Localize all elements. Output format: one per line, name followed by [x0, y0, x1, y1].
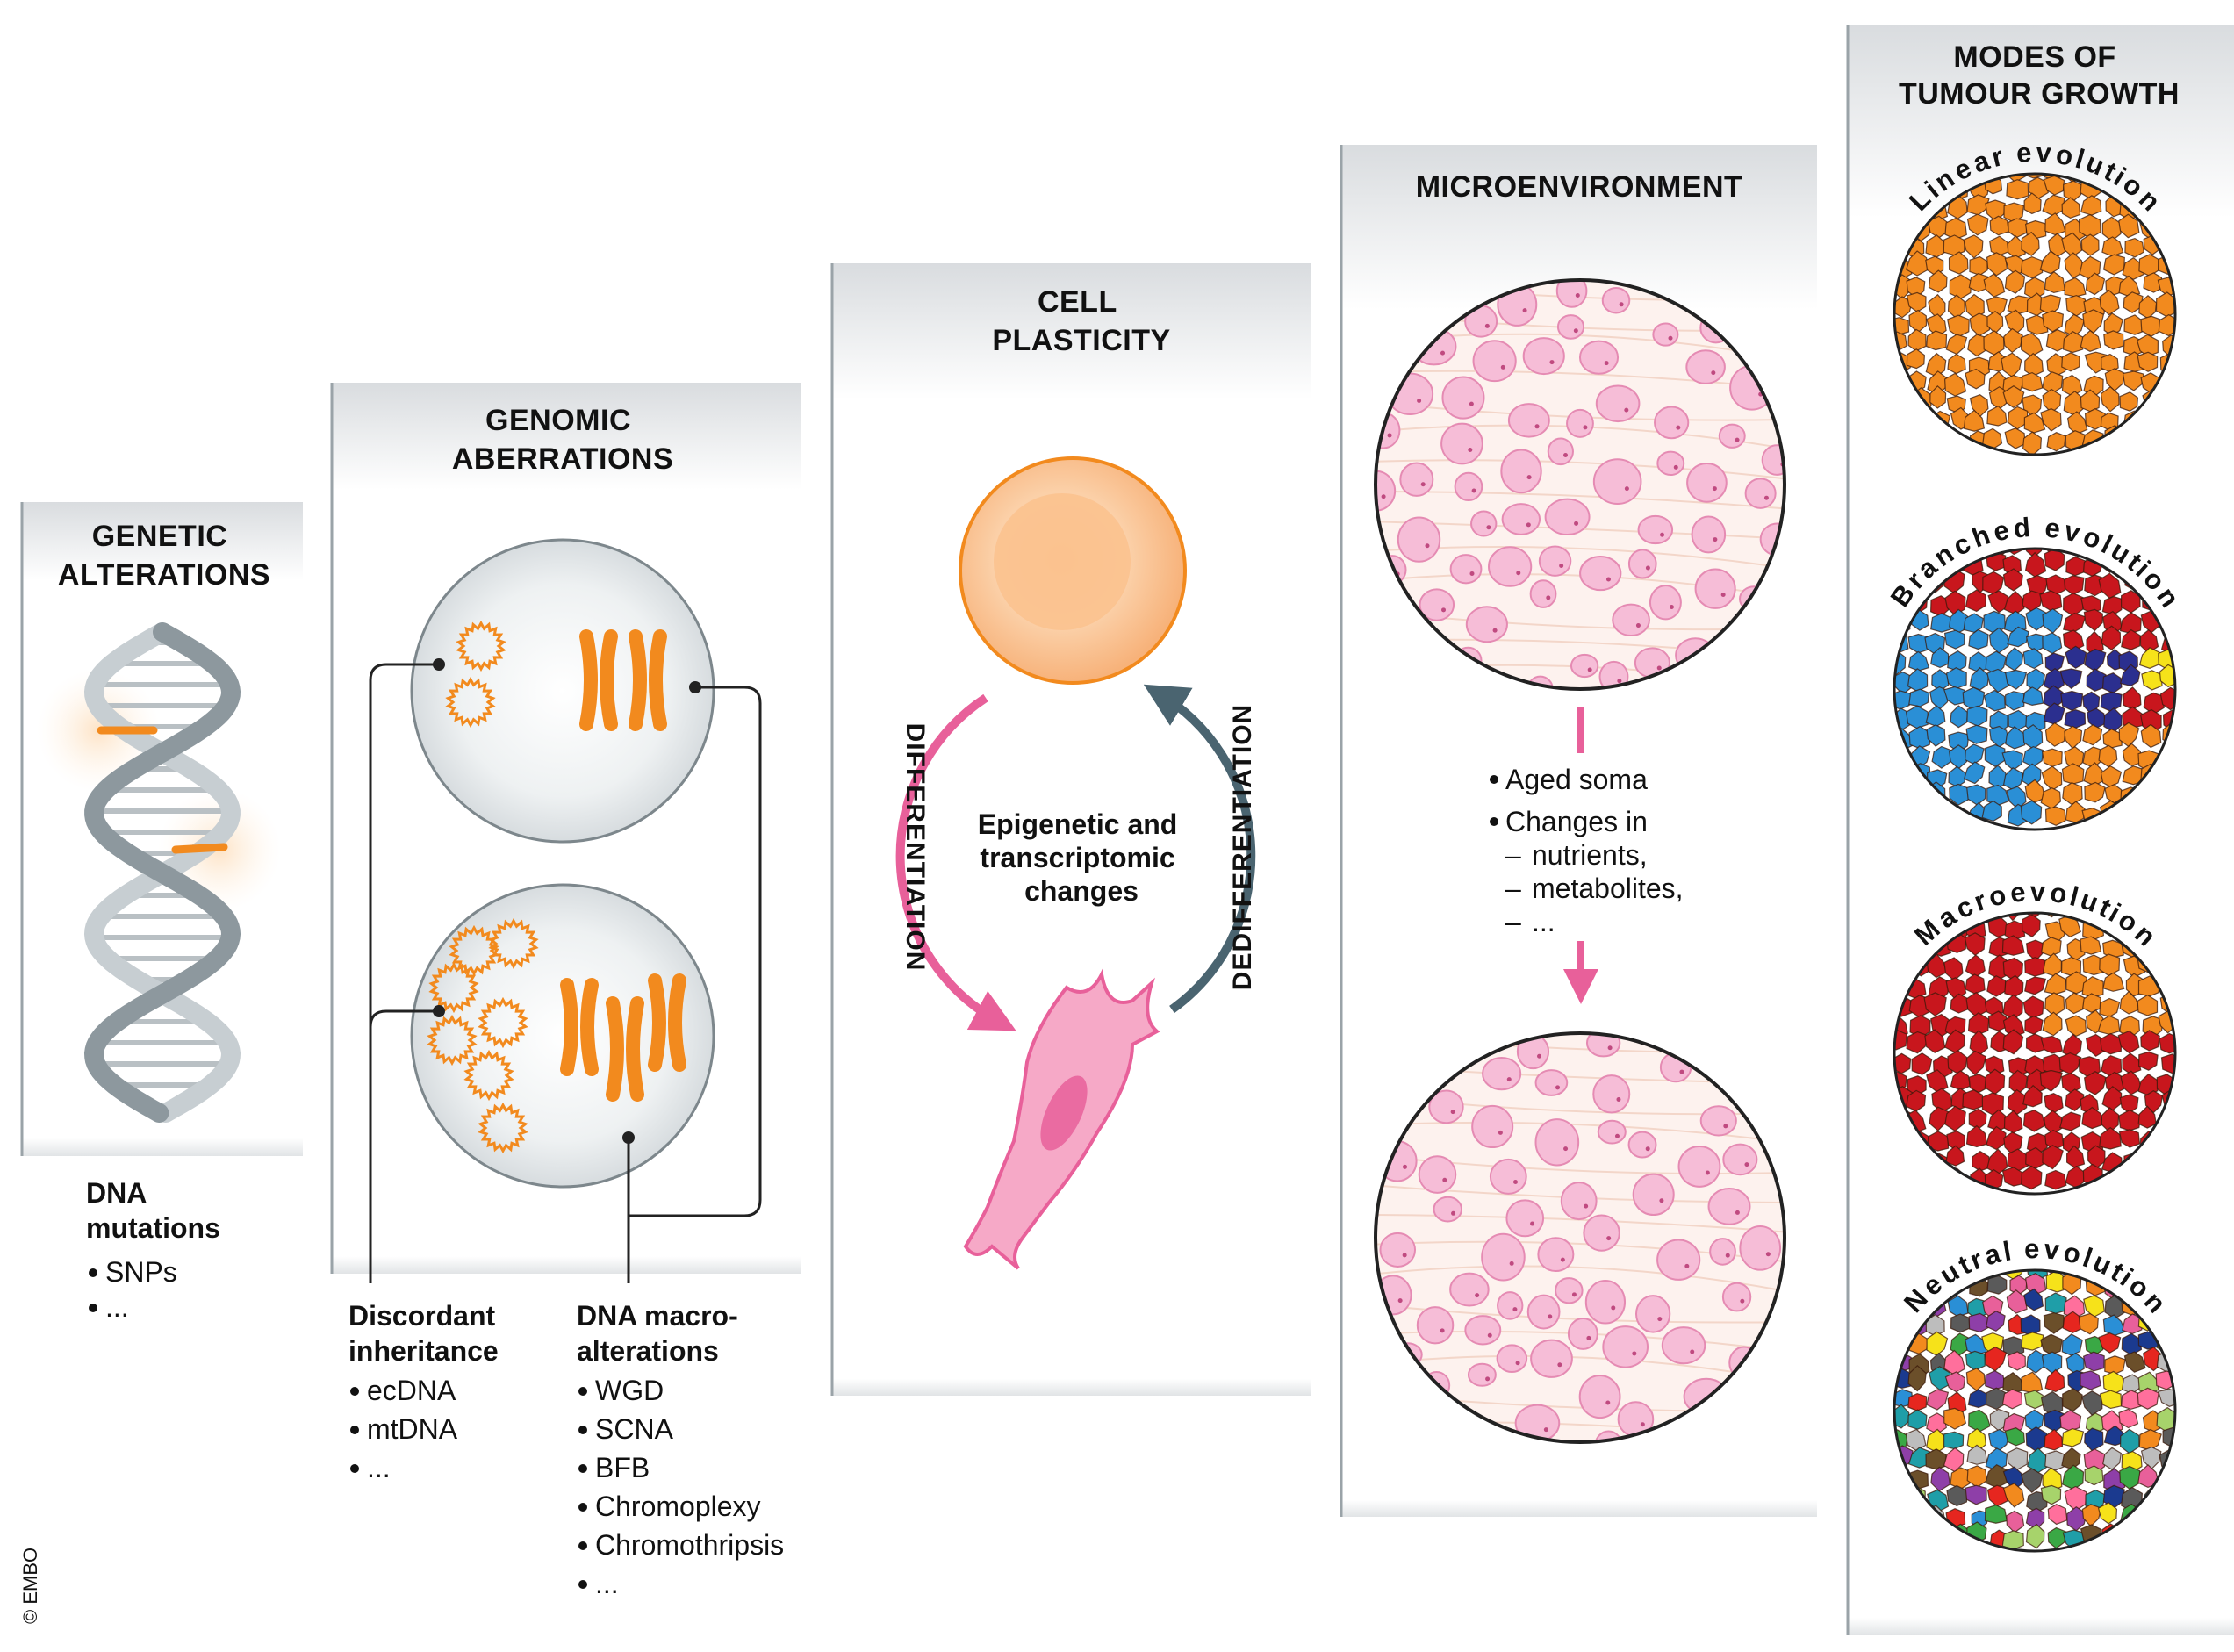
genomic-right-bullet-1: WGD: [595, 1375, 664, 1406]
genomic-left-bullets: ecDNA mtDNA...: [350, 1375, 458, 1483]
micro-dash-1: nutrients,: [1532, 839, 1648, 871]
genomic-left-bullet-2: mtDNA: [367, 1413, 458, 1445]
ecdna-rings: [427, 620, 539, 1154]
differentiation-label: DIFFERENTIATION: [901, 723, 930, 972]
genomic-left-bullet-3: ...: [367, 1452, 391, 1483]
nucleus-bottom: [410, 883, 715, 1189]
panel-plasticity-background: [832, 263, 1311, 1396]
genomic-left-bullet-1: ecDNA: [367, 1375, 456, 1406]
nucleus-top: [410, 538, 715, 844]
svg-text:–: –: [1505, 839, 1521, 871]
genomic-right-bullet-2: SCNA: [595, 1413, 674, 1445]
genomic-right-bullet-6: ...: [595, 1568, 619, 1599]
plasticity-title: CELL PLASTICITY: [992, 285, 1170, 357]
stem-cell-nucleus: [994, 493, 1131, 630]
micro-bullet-1: Aged soma: [1505, 764, 1648, 795]
micro-title: MICROENVIRONMENT: [1416, 170, 1743, 204]
micro-dash-3: ...: [1532, 906, 1555, 937]
dna-helix-icon: [37, 622, 281, 1123]
panel-genomic-aberrations: GENOMIC ABERRATIONS: [330, 383, 801, 1283]
genomic-left-sub-heading: Discordant inheritance: [348, 1300, 503, 1367]
genomic-right-bullet-4: Chromoplexy: [595, 1490, 761, 1522]
chromosomes: [560, 629, 686, 1102]
micro-bullets: Aged soma Changes in – nutrients, – meta…: [1490, 764, 1684, 937]
genomic-right-bullet-3: BFB: [595, 1452, 650, 1483]
plasticity-center-text: Epigenetic and transcriptomic changes: [978, 808, 1185, 907]
svg-text:–: –: [1505, 873, 1521, 904]
genetic-sub-heading: DNA mutations: [86, 1177, 220, 1244]
genetic-title: GENETIC ALTERATIONS: [58, 520, 270, 592]
panel-genetic-alterations: GENETIC ALTERATIONS: [20, 502, 303, 1156]
dedifferentiation-label: DEDIFFERENTIATION: [1228, 704, 1257, 990]
genetic-bullets: SNPs ...: [89, 1256, 177, 1323]
differentiation-arrow: [895, 693, 1016, 1031]
genomic-right-bullets: WGD SCNA BFB ChromoplexyChromothripsis...: [578, 1375, 784, 1599]
micro-bullet-2: Changes in: [1505, 806, 1648, 837]
genomic-connectors: [369, 663, 762, 1283]
panel-microenvironment: MICROENVIRONMENT Aged soma Changes in – …: [1340, 145, 1817, 1517]
genetic-bullet-1: SNPs: [105, 1256, 177, 1288]
genomic-title: GENOMIC ABERRATIONS: [452, 404, 673, 476]
differentiated-cell-nucleus: [1040, 1075, 1088, 1151]
svg-text:–: –: [1505, 906, 1521, 937]
dedifferentiation-arrow: [1143, 684, 1256, 1014]
panel-modes-of-tumour-growth: MODES OF TUMOUR GROWTH Linear evolution …: [1846, 25, 2234, 1635]
genomic-right-sub-heading: DNA macro- alterations: [577, 1300, 746, 1367]
copyright-text: © EMBO: [19, 1548, 41, 1624]
panel-cell-plasticity: CELL PLASTICITY DIFFERENTIATION DEDIFFER…: [830, 263, 1311, 1396]
modes-title: MODES OF TUMOUR GROWTH: [1899, 40, 2180, 111]
genetic-bullet-2: ...: [105, 1291, 129, 1323]
genomic-right-bullet-5: Chromothripsis: [595, 1529, 784, 1561]
micro-dash-2: metabolites,: [1532, 873, 1684, 904]
